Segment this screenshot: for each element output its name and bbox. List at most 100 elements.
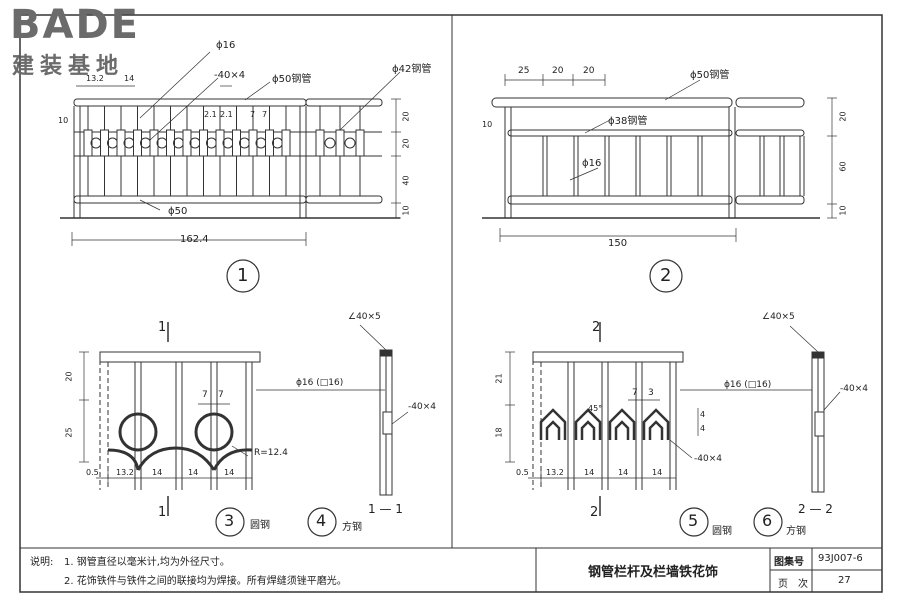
page-label: 页 次 [778,579,808,590]
p1-bottom-label: ϕ50 [168,206,188,217]
panel-4-caption: 方钢 [342,522,362,533]
panel-4-number-circle [307,507,337,537]
p2-s2: 20 [552,66,564,76]
p2-s3: 20 [583,66,595,76]
p2-v2: 60 [838,161,848,172]
p2-tube38-label: ϕ38钢管 [608,116,648,127]
baluster-collar [315,129,325,157]
arrow-ornament-inner [580,420,596,440]
p3-h-top: 20 [64,371,74,382]
arrow-ornament [608,408,636,440]
p3-w3: 14 [188,468,199,477]
arrow-ornament [539,408,567,440]
baluster-collar [265,129,274,157]
baluster-collar [355,129,365,157]
ring-ornament [324,137,336,149]
panel-3-ornament-detail [99,351,261,490]
baluster-collar [248,129,258,157]
section-2-2-detail [789,325,841,493]
panel-6-caption: 方钢 [786,526,806,537]
panel-2-railing-elevation [491,97,805,218]
panel-1-number-circle [226,259,260,293]
brand-logo: BADE [10,2,140,48]
panel-5-number-circle [679,507,709,537]
p2-s1: 25 [518,66,530,76]
p3-section-mark-bottom: 1 [158,505,167,520]
baluster-collar [133,129,142,157]
p2-rod-label: ϕ16 [582,158,602,169]
p5-w2: 14 [584,468,595,477]
p3-section-mark-top: 1 [158,320,167,335]
arrow-ornament [574,408,602,440]
p5-rod-label: ϕ16 (□16) [724,380,772,390]
p5-h-mid: 18 [494,427,504,438]
baluster-collar [232,129,241,157]
p5-small2: 4 [700,424,706,433]
baluster-collar [182,129,192,157]
arrow-ornament-inner [614,420,630,440]
p5-w3: 14 [618,468,629,477]
p1-gap-c: 7 [250,110,256,119]
panel-1-balusters [83,106,365,196]
p5-w1: 13.2 [546,468,564,477]
baluster-collar [149,129,159,157]
panel-3-dimension-lines [79,322,385,516]
notes-line-1: 1. 钢管直径以毫米计,均为外径尺寸。 [64,557,230,568]
p1-spacing-a: 13.2 [86,74,104,83]
p3-radius: R=12.4 [254,448,288,458]
panel-2-number-circle [649,259,683,293]
p5-section-mark-top: 2 [592,320,601,335]
panel-5-dimension-lines [505,322,812,516]
p1-h1: 10 [58,116,69,125]
panel-4-number: 4 [316,511,327,530]
panel-5-number: 5 [688,511,699,530]
brand-subtitle: 建装基地 [12,54,125,79]
p3-h-mid: 25 [64,427,74,438]
p3-w1: 13.2 [116,468,134,477]
baluster-collar [116,129,126,157]
panel-1-number: 1 [237,265,249,286]
p2-h1: 10 [482,120,493,129]
p1-v3: 40 [401,175,411,186]
baluster-collar [215,129,225,157]
panel-3-caption: 圆钢 [250,520,270,531]
p3-gap2: 7 [218,390,224,400]
atlas-value: 93J007-6 [818,553,863,564]
panel-5-arrow-motifs [539,408,670,440]
p1-tube42-label: ϕ42钢管 [392,64,432,75]
p5-section-mark-bottom: 2 [590,505,599,520]
panel-1-dimension-lines [71,51,401,246]
section-2-2-title: 2 — 2 [798,502,833,516]
s11-angle-label: ∠40×5 [348,312,381,322]
p1-rod-label: ϕ16 [216,40,236,51]
p1-bar-label: -40×4 [214,70,246,81]
section-1-1-title: 1 — 1 [368,502,403,516]
p1-spacing-b: 14 [124,74,135,83]
notes-line-2: 2. 花饰铁件与铁件之间的联接均为焊接。所有焊缝须锉平磨光。 [64,576,347,587]
page-value: 27 [838,575,851,586]
p3-rod-label: ϕ16 (□16) [296,378,344,388]
p1-v1: 20 [401,111,411,122]
s22-bar-label: -40×4 [840,384,868,394]
p3-offset: 0.5 [86,468,99,477]
arrow-ornament [642,408,670,440]
arrow-ornament-inner [648,420,664,440]
p2-v1: 20 [838,111,848,122]
baluster-collar [83,129,93,157]
p2-v3: 10 [838,205,848,216]
panel-2-dimension-lines [499,74,837,242]
p3-gap1: 7 [202,390,208,400]
s22-angle-label: ∠40×5 [762,312,795,322]
panel-3-number-circle [215,507,245,537]
notes-label: 说明: [30,557,54,568]
section-1-1-detail [359,324,409,496]
p2-width-label: 150 [608,238,628,249]
ring-ornament [344,137,356,149]
baluster-collar [335,129,345,157]
p1-gap-b: 2.1 [220,110,233,119]
p5-gap2: 3 [648,388,654,398]
baluster-collar [281,129,291,157]
p5-w4: 14 [652,468,663,477]
p3-w4: 14 [224,468,235,477]
